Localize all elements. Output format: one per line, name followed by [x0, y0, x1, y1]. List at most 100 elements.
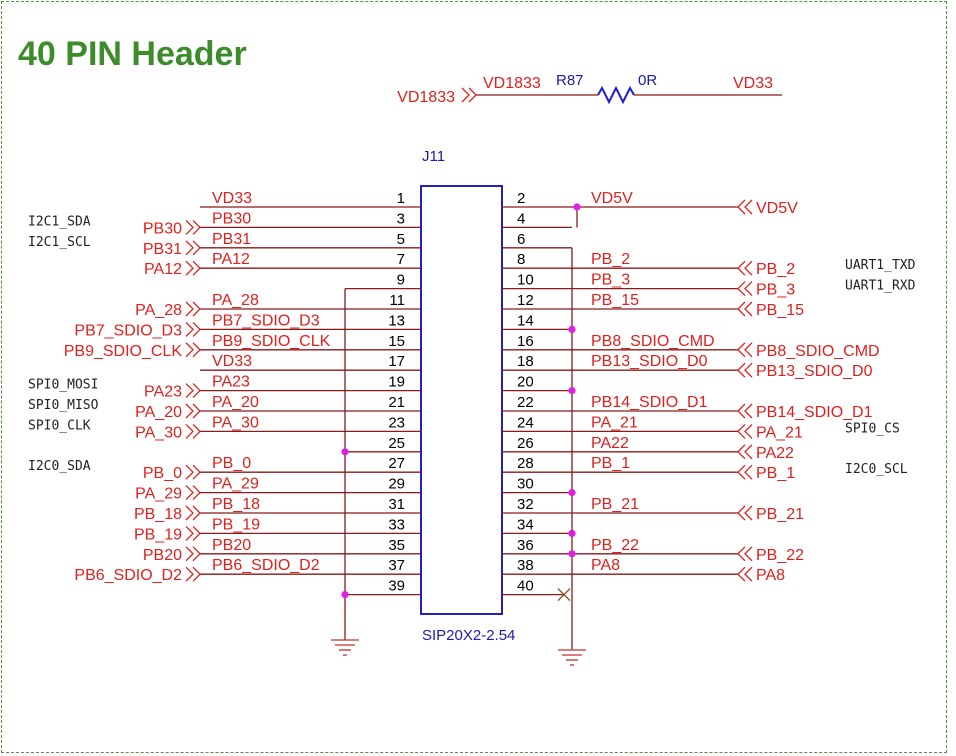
left-function-label: I2C1_SDA [28, 214, 91, 229]
left-net-label: PB20 [212, 537, 251, 554]
left-pin-number: 39 [388, 578, 405, 595]
port-arrow-icon [737, 505, 753, 521]
left-pin-number: 9 [397, 272, 405, 289]
left-net-label: PA_28 [212, 292, 259, 309]
right-pin-number: 12 [517, 292, 534, 309]
resistor-ref-label: R87 [556, 72, 584, 89]
right-pin-number: 8 [517, 251, 525, 268]
right-function-label: SPI0_CS [845, 421, 900, 436]
left-pin-number: 17 [388, 353, 405, 370]
left-pin-number: 5 [397, 231, 405, 248]
right-port-label: PB_21 [756, 506, 804, 523]
right-net-label: VD5V [591, 190, 633, 207]
left-pin-number: 27 [388, 455, 405, 472]
left-net-label: PB30 [212, 210, 251, 227]
port-arrow-icon [737, 464, 753, 480]
no-connect-icon [557, 588, 571, 602]
connector-ref-label: J11 [422, 148, 445, 165]
port-arrow-icon [737, 546, 753, 562]
resistor-icon [597, 85, 635, 105]
junction-dot-icon [573, 203, 581, 211]
left-port-label: PA_28 [135, 302, 182, 319]
left-pin-number: 19 [388, 374, 405, 391]
left-pin-number: 33 [388, 516, 405, 533]
left-net-label: PA_29 [212, 476, 259, 493]
right-net-label: PB_22 [591, 537, 639, 554]
left-port-label: PB_19 [134, 526, 182, 543]
left-net-label: PA_20 [212, 394, 259, 411]
right-pin-number: 40 [517, 578, 534, 595]
right-net-label: PB_2 [591, 251, 630, 268]
left-pin-number: 31 [388, 496, 405, 513]
right-pin-number: 34 [517, 516, 534, 533]
right-pin-number: 18 [517, 353, 534, 370]
right-function-label: UART1_TXD [845, 258, 916, 273]
right-port-label: PA8 [756, 567, 785, 584]
right-net-label: PB13_SDIO_D0 [591, 353, 708, 370]
left-port-label: PB20 [143, 547, 182, 564]
left-pin-number: 7 [397, 251, 405, 268]
left-port-label: PB7_SDIO_D3 [74, 322, 182, 339]
left-function-label: SPI0_CLK [28, 418, 91, 433]
port-arrow-icon [737, 444, 753, 460]
left-net-label: PA23 [212, 374, 250, 391]
junction-dot-icon [568, 489, 576, 497]
port-arrow-icon [185, 342, 201, 358]
port-arrow-icon [185, 240, 201, 256]
port-arrow-icon [185, 423, 201, 439]
left-net-label: VD33 [212, 353, 252, 370]
right-port-label: PA22 [756, 445, 794, 462]
port-arrow-icon [185, 546, 201, 562]
ground-icon [331, 639, 359, 656]
right-pin-number: 26 [517, 435, 534, 452]
left-net-label: PB_19 [212, 516, 260, 533]
left-port-label: PB30 [143, 220, 182, 237]
left-port-label: PA23 [144, 384, 182, 401]
left-function-label: SPI0_MISO [28, 398, 99, 413]
junction-dot-icon [568, 325, 576, 333]
left-net-label: VD33 [212, 190, 252, 207]
right-port-label: PB13_SDIO_D0 [756, 363, 873, 380]
port-arrow-icon [185, 321, 201, 337]
junction-dot-icon [341, 448, 349, 456]
right-port-label: PB_2 [756, 261, 795, 278]
left-pin-number: 13 [388, 312, 405, 329]
right-function-label: I2C0_SCL [845, 462, 908, 477]
junction-dot-icon [568, 529, 576, 538]
port-arrow-icon [737, 423, 753, 439]
right-pin-number: 28 [517, 455, 534, 472]
right-pin-number: 16 [517, 333, 534, 350]
right-port-label: PB_1 [756, 465, 795, 482]
right-pin-number: 6 [517, 231, 525, 248]
right-pin-number: 30 [517, 476, 534, 493]
right-pin-number: 32 [517, 496, 534, 513]
resistor-input-port-label: VD1833 [397, 89, 455, 106]
left-port-label: PB_18 [134, 506, 182, 523]
right-port-label: PB_15 [756, 302, 804, 319]
left-net-label: PB_18 [212, 496, 260, 513]
resistor-output-net-label: VD33 [733, 75, 773, 92]
right-pin-number: 4 [517, 210, 525, 227]
right-net-label: PB_3 [591, 272, 630, 289]
right-net-label: PB14_SDIO_D1 [591, 394, 708, 411]
port-arrow-icon [737, 362, 753, 378]
left-port-label: PA12 [144, 261, 182, 278]
port-arrow-icon [185, 260, 201, 276]
left-function-label: SPI0_MOSI [28, 378, 98, 393]
right-pin-number: 22 [517, 394, 534, 411]
left-port-label: PA_20 [135, 404, 182, 421]
left-function-label: I2C0_SDA [28, 459, 91, 474]
port-arrow-icon [737, 260, 753, 276]
right-pin-number: 10 [517, 272, 534, 289]
right-port-label: PA_21 [756, 424, 803, 441]
left-pin-number: 1 [397, 190, 405, 207]
left-port-label: PB6_SDIO_D2 [74, 567, 182, 584]
right-port-label: PB_3 [756, 282, 795, 299]
right-pin-number: 2 [517, 190, 525, 207]
port-arrow-icon [737, 199, 753, 215]
right-function-label: UART1_RXD [845, 279, 916, 294]
port-arrow-icon [737, 301, 753, 317]
page-title: 40 PIN Header [18, 35, 247, 73]
ground-icon [558, 649, 586, 666]
left-net-label: PB9_SDIO_CLK [212, 333, 331, 350]
